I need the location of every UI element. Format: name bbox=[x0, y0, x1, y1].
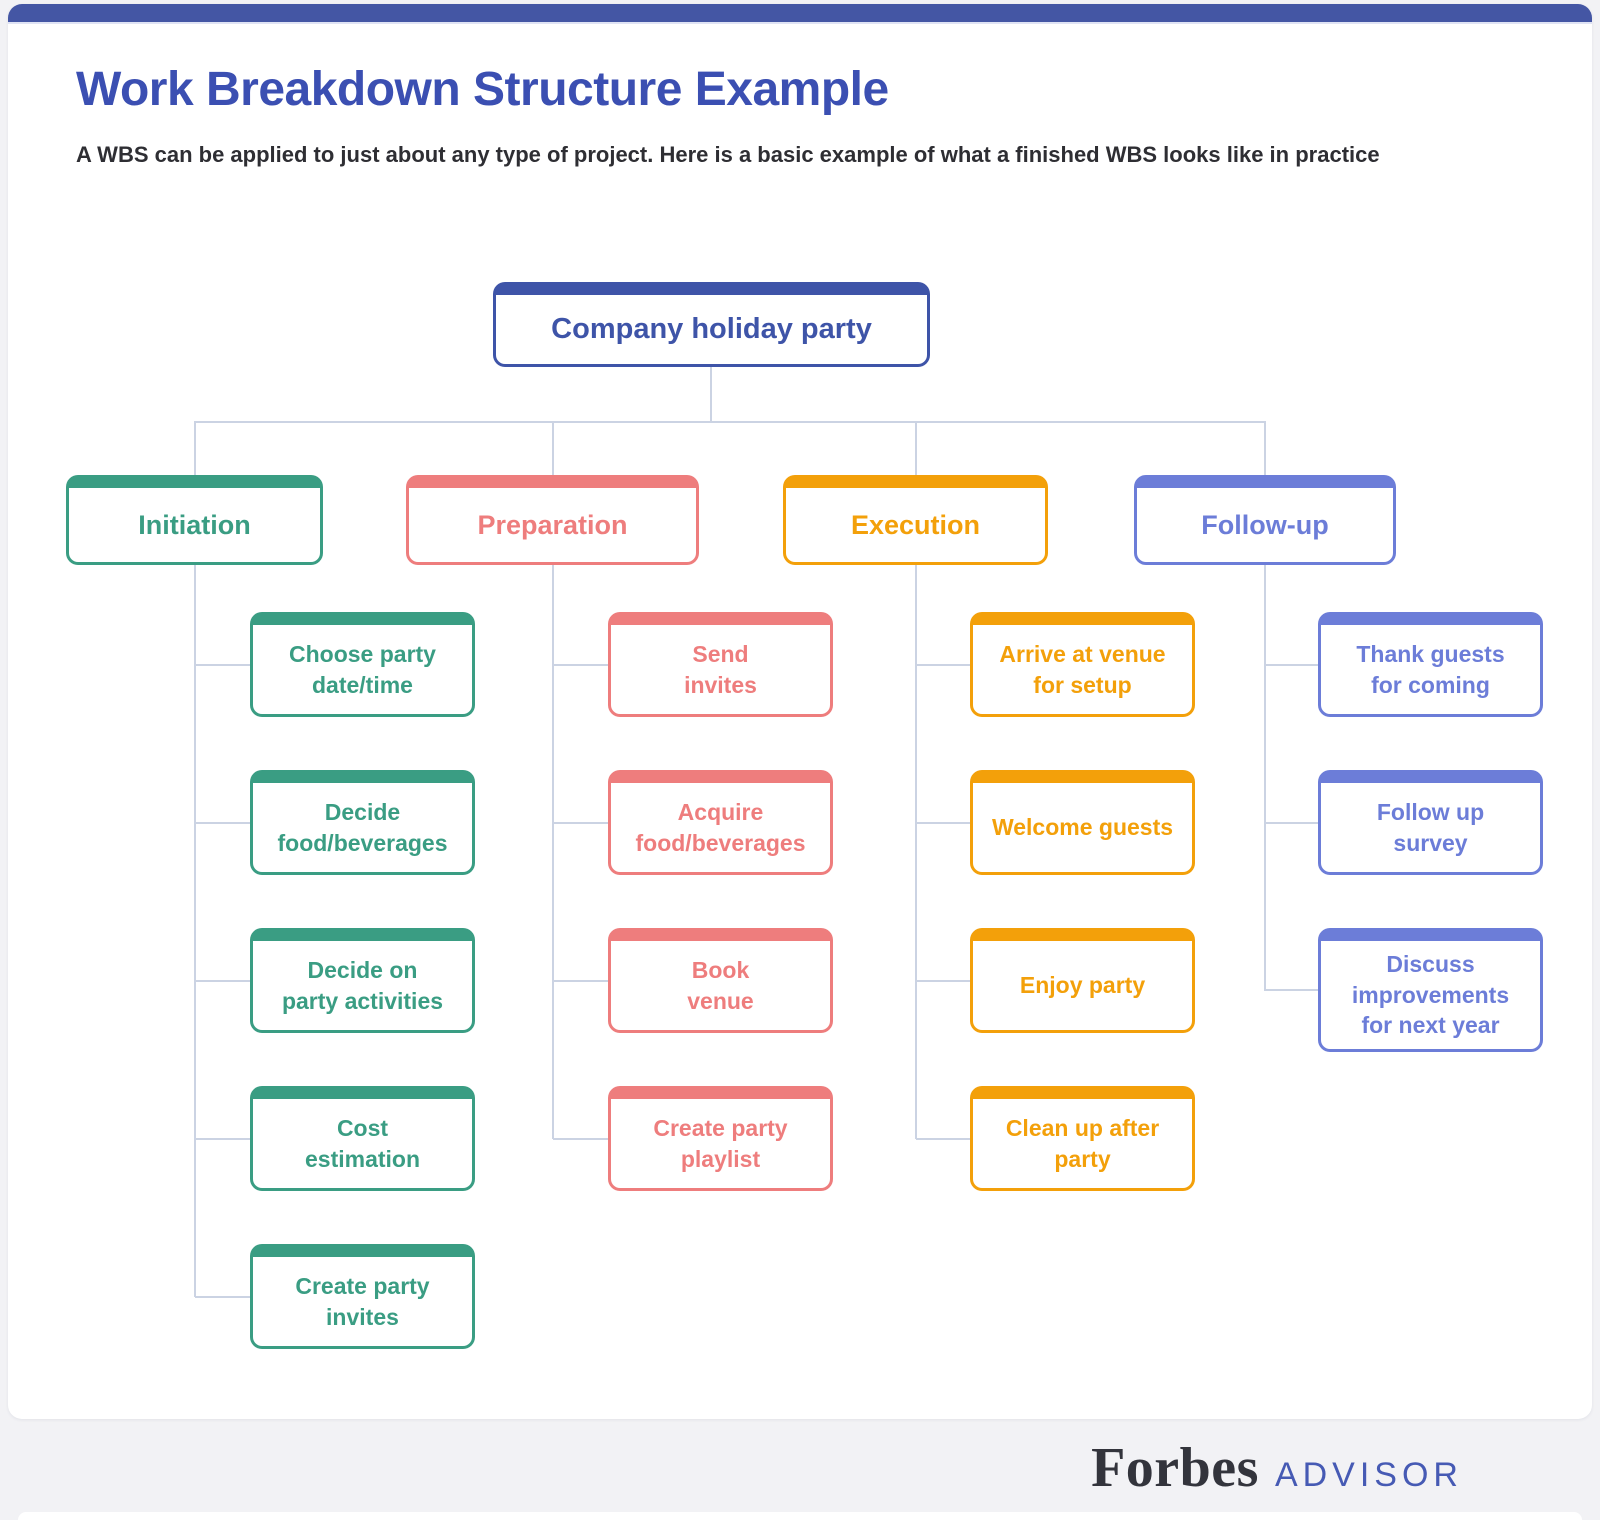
forbes-wordmark: Forbes bbox=[1091, 1437, 1259, 1499]
connector-line bbox=[916, 1138, 970, 1140]
connector-line bbox=[916, 822, 970, 824]
task-send-invites: Send invites bbox=[608, 612, 833, 717]
connector-line bbox=[195, 980, 250, 982]
connector-line bbox=[1264, 421, 1266, 476]
connector-line bbox=[710, 367, 712, 422]
connector-line bbox=[195, 1138, 250, 1140]
connector-line bbox=[195, 822, 250, 824]
connector-line bbox=[1265, 664, 1318, 666]
task-follow-up-survey: Follow up survey bbox=[1318, 770, 1543, 875]
task-book-venue: Book venue bbox=[608, 928, 833, 1033]
connector-line bbox=[916, 664, 970, 666]
task-discuss-improvements-for-next-year: Discuss improvements for next year bbox=[1318, 928, 1543, 1052]
task-choose-party-date-time: Choose party date/time bbox=[250, 612, 475, 717]
task-welcome-guests: Welcome guests bbox=[970, 770, 1195, 875]
accent-top-bar bbox=[8, 4, 1592, 24]
task-create-party-invites: Create party invites bbox=[250, 1244, 475, 1349]
task-thank-guests-for-coming: Thank guests for coming bbox=[1318, 612, 1543, 717]
task-decide-on-party-activities: Decide on party activities bbox=[250, 928, 475, 1033]
connector-line bbox=[195, 664, 250, 666]
task-enjoy-party: Enjoy party bbox=[970, 928, 1195, 1033]
content-card: Work Breakdown Structure Example A WBS c… bbox=[8, 4, 1592, 1419]
connector-line bbox=[553, 664, 608, 666]
connector-line bbox=[915, 565, 917, 1139]
branch-preparation: Preparation bbox=[406, 475, 699, 565]
connector-line bbox=[553, 980, 608, 982]
branch-execution: Execution bbox=[783, 475, 1048, 565]
task-create-party-playlist: Create party playlist bbox=[608, 1086, 833, 1191]
connector-line bbox=[194, 565, 196, 1297]
connector-line bbox=[915, 421, 917, 476]
page-title: Work Breakdown Structure Example bbox=[76, 63, 889, 116]
connector-line bbox=[552, 565, 554, 1139]
page-subtitle: A WBS can be applied to just about any t… bbox=[76, 142, 1380, 167]
task-cost-estimation: Cost estimation bbox=[250, 1086, 475, 1191]
branch-initiation: Initiation bbox=[66, 475, 323, 565]
task-clean-up-after-party: Clean up after party bbox=[970, 1086, 1195, 1191]
task-decide-food-beverages: Decide food/beverages bbox=[250, 770, 475, 875]
connector-line bbox=[195, 1296, 250, 1298]
branch-follow-up: Follow-up bbox=[1134, 475, 1396, 565]
connector-line bbox=[1265, 989, 1318, 991]
next-card-top-edge bbox=[18, 1512, 1582, 1520]
connector-line bbox=[916, 980, 970, 982]
node-company-holiday-party: Company holiday party bbox=[493, 282, 930, 367]
connector-line bbox=[194, 421, 196, 476]
connector-line bbox=[552, 421, 554, 476]
footer-logo: Forbes ADVISOR bbox=[1091, 1436, 1463, 1500]
connector-line bbox=[194, 421, 1266, 423]
connector-line bbox=[1264, 565, 1266, 991]
connector-line bbox=[553, 1138, 608, 1140]
connector-line bbox=[1265, 822, 1318, 824]
task-arrive-at-venue-for-setup: Arrive at venue for setup bbox=[970, 612, 1195, 717]
connector-line bbox=[553, 822, 608, 824]
advisor-label: ADVISOR bbox=[1274, 1456, 1463, 1494]
task-acquire-food-beverages: Acquire food/beverages bbox=[608, 770, 833, 875]
